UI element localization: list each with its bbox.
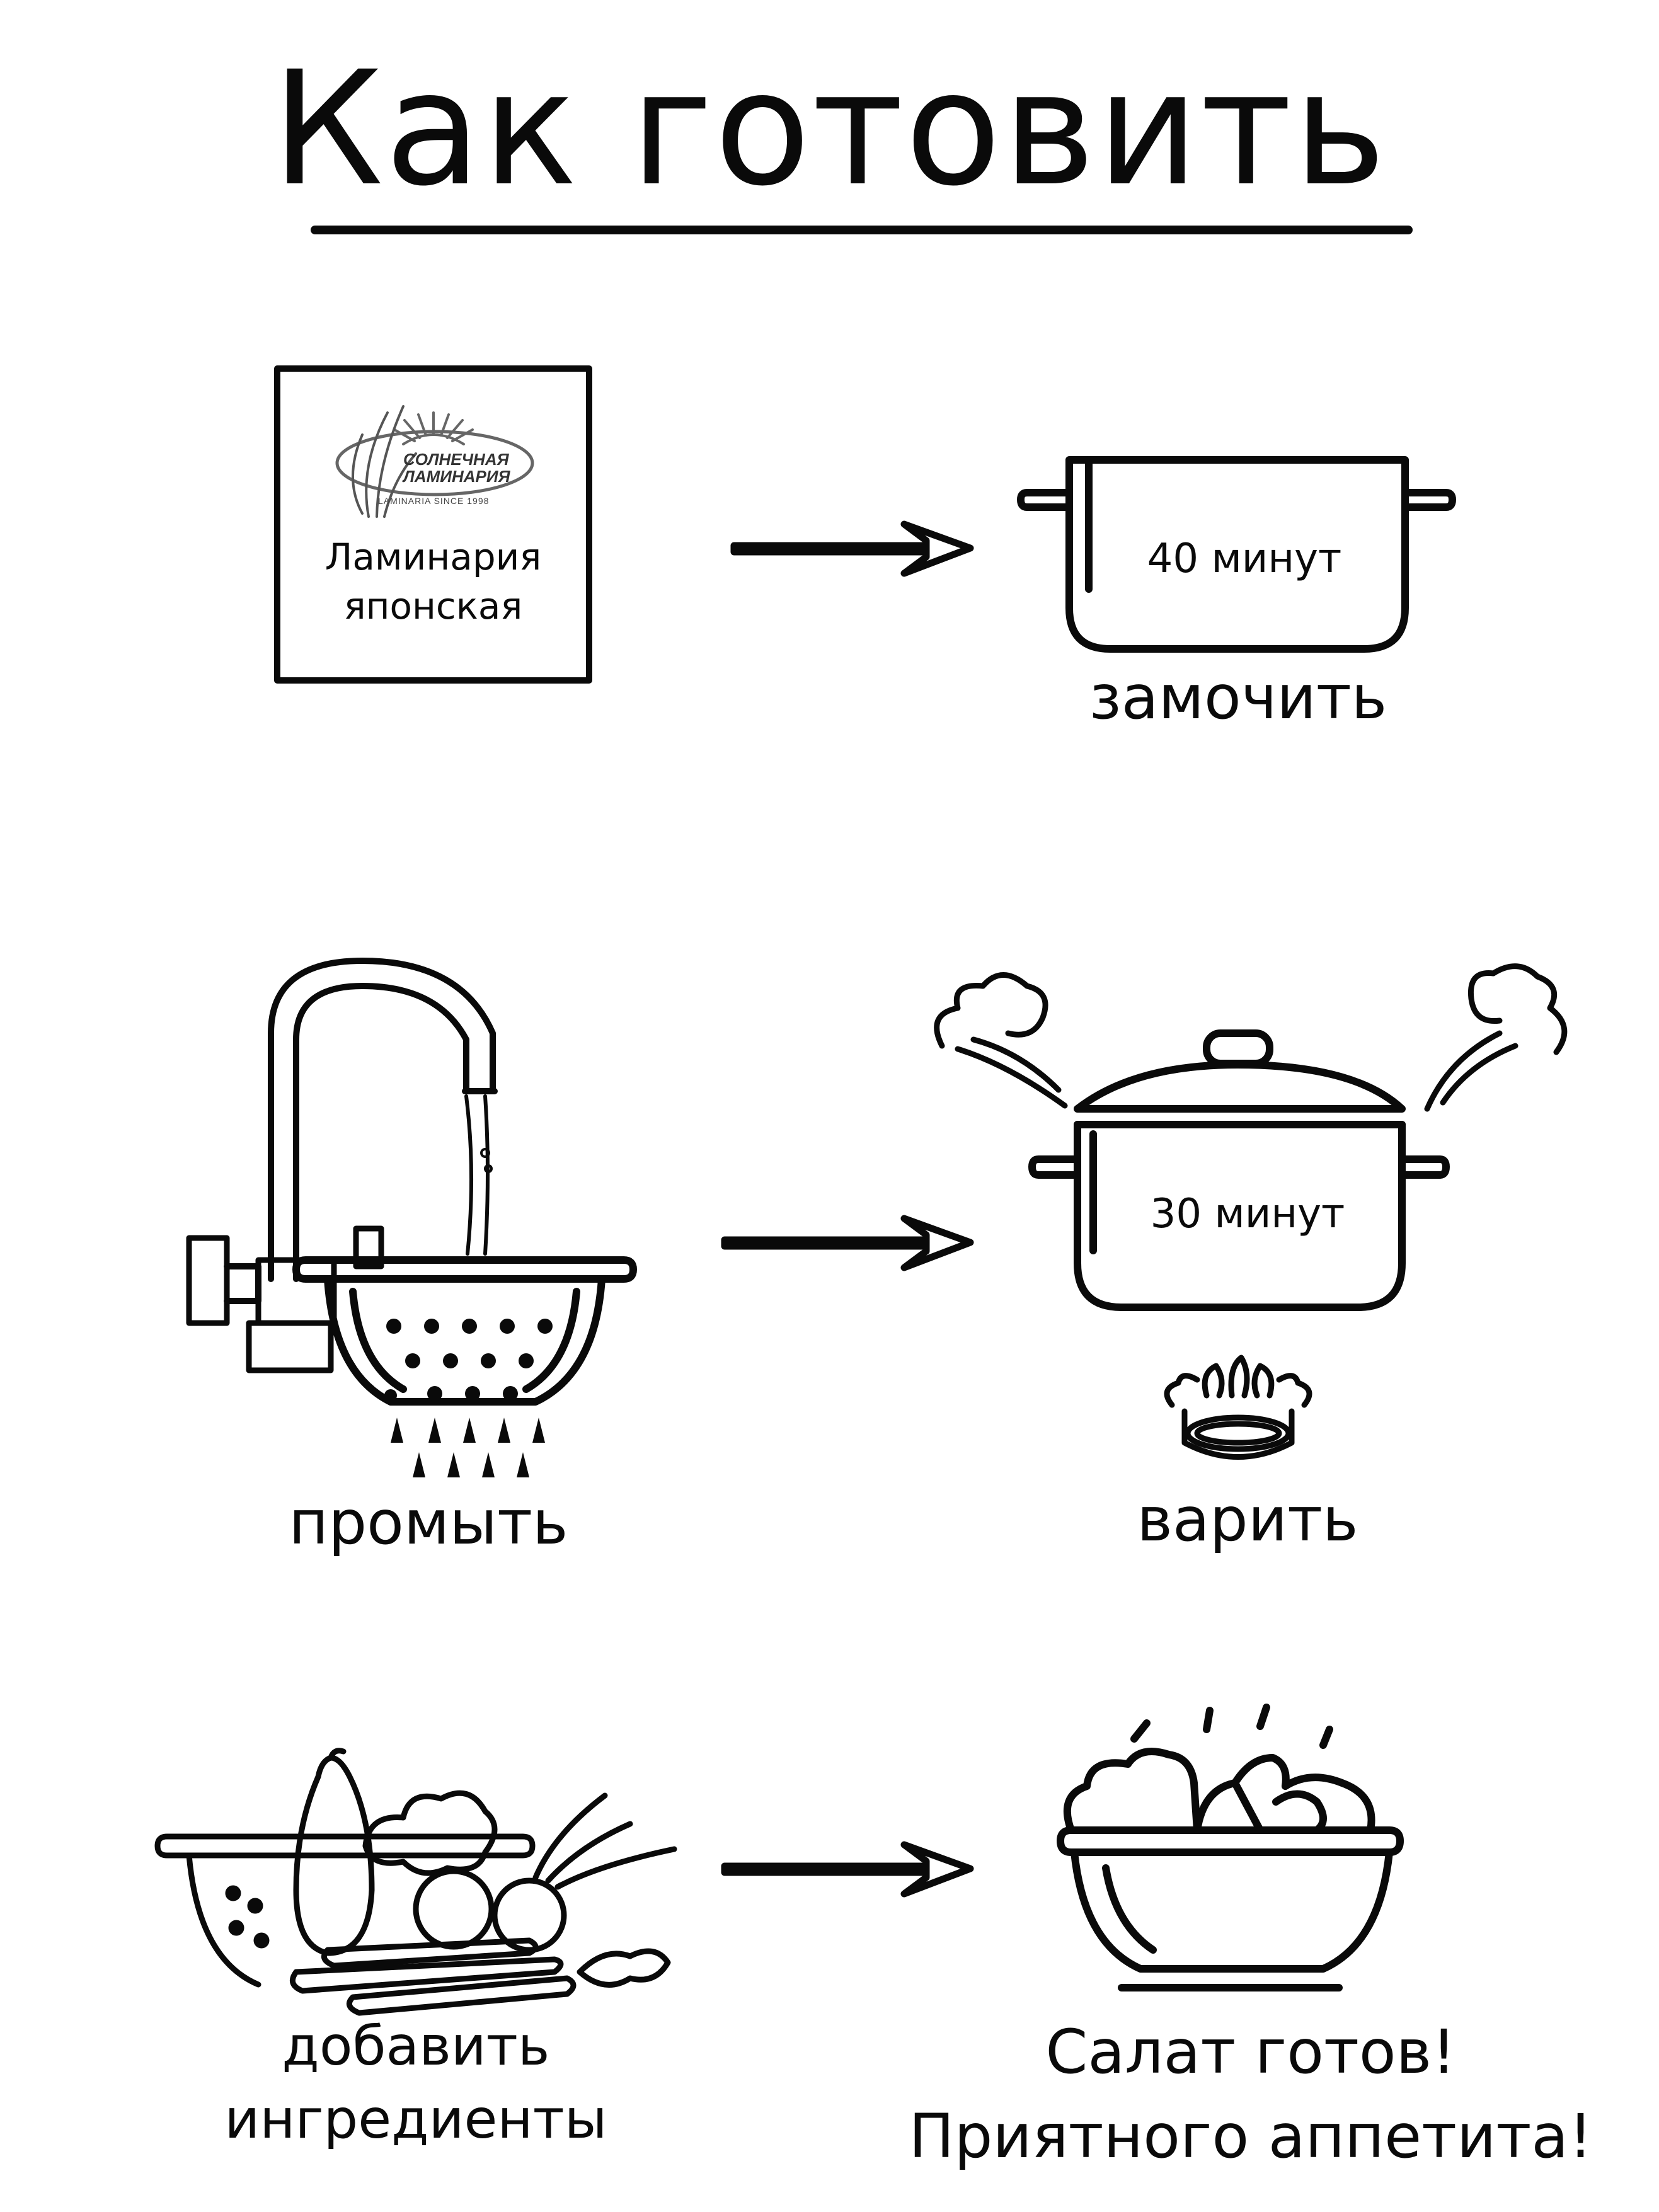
brand-logo: СОЛНЕЧНАЯ ЛАМИНАРИЯ: [403, 450, 529, 486]
steam-icon: [934, 963, 1568, 1112]
soak-caption: замочить: [1089, 662, 1387, 733]
add-caption: добавить ингредиенты: [224, 2015, 607, 2152]
rinse-caption: промыть: [289, 1487, 568, 1558]
boil-time: 30 минут: [1150, 1191, 1345, 1237]
done-line1: Салат готов!: [1045, 2017, 1456, 2087]
page-title: Как готовить: [272, 37, 1387, 221]
colander-holes: [384, 1319, 553, 1477]
done-message: Салат готов! Приятного аппетита!: [895, 2010, 1607, 2179]
boil-caption: варить: [1137, 1484, 1358, 1555]
faucet-icon: [186, 958, 498, 1373]
brand-name-line1: СОЛНЕЧНАЯ: [403, 450, 509, 469]
pot-icon: [1017, 456, 1456, 653]
brand-since: LAMINARIA SINCE 1998: [378, 496, 490, 506]
done-line2: Приятного аппетита!: [909, 2101, 1593, 2172]
laminaria-package-icon: [274, 365, 592, 684]
brand-name-line2: ЛАМИНАРИЯ: [403, 467, 510, 486]
product-name: Ламинария японская: [324, 536, 542, 628]
gas-burner-icon: [1164, 1355, 1312, 1460]
soak-time: 40 минут: [1147, 536, 1342, 582]
colander-icon: [292, 1256, 637, 1406]
steaming-pot-icon: [1028, 1029, 1450, 1311]
arrow-right-icon: [721, 520, 974, 1898]
salad-bowl-icon: [1057, 1704, 1404, 1991]
vegetables-icon: [154, 1748, 677, 2016]
